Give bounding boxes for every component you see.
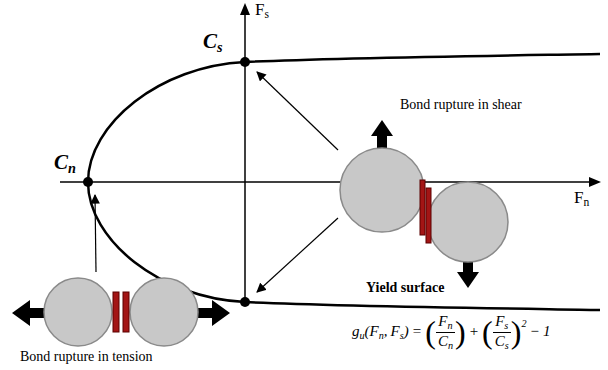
numerator: Fs [493, 313, 511, 332]
particle [340, 148, 424, 232]
fraction: FnCn [436, 313, 455, 352]
denominator: Cs [493, 332, 511, 352]
caption-text: Bond rupture in shear [400, 97, 522, 113]
formula-term: 1 [543, 323, 551, 339]
formula-term: ) [404, 323, 409, 339]
bond-plate [113, 292, 119, 332]
subscript: n [68, 160, 76, 176]
intercept-point [83, 177, 93, 187]
particle [44, 278, 112, 346]
shear-force-axis [244, 12, 246, 306]
point-label: Cn [54, 150, 76, 177]
label-text: F [495, 313, 504, 329]
caption-text: Bond rupture in tension [20, 349, 153, 365]
leader-arrow [257, 218, 338, 292]
label-text: C [495, 333, 505, 349]
axis-arrowhead [240, 3, 250, 15]
formula-term: ( [425, 314, 436, 350]
subscript: n [583, 196, 589, 209]
bond-plate [420, 180, 425, 235]
subscript: s [264, 8, 269, 21]
label-text: Bond rupture in shear [400, 97, 522, 112]
intercept-point [240, 297, 250, 307]
leader-arrow [95, 195, 96, 272]
particle [428, 182, 508, 262]
label-text: C [54, 150, 68, 174]
fraction: FsCs [493, 313, 511, 352]
formula-term: n [379, 330, 384, 341]
label-text: Bond rupture in tension [20, 349, 153, 364]
formula-term: ( [482, 314, 493, 350]
formula-term: u [360, 330, 365, 341]
formula-term: − [531, 323, 539, 339]
axis-label: Fn [574, 188, 589, 210]
subscript: s [505, 340, 509, 351]
formula-term: F [391, 323, 400, 339]
formula-term: , [384, 323, 388, 339]
formula-term: = [413, 323, 421, 339]
bond-plate [123, 292, 129, 332]
formula-term: 2 [521, 318, 526, 329]
curve-label: Yield surface [366, 280, 444, 296]
label-text: C [438, 333, 448, 349]
leader-arrow [257, 72, 338, 150]
subscript: n [447, 320, 452, 331]
formula-term: ) [511, 314, 522, 350]
label-text: C [203, 29, 217, 53]
formula-term: (F [365, 323, 379, 339]
axis-label: Fs [255, 0, 269, 22]
force-arrow [194, 300, 230, 326]
bond-plate [426, 188, 431, 243]
yield-function-formula: gu(Fn,Fs)=(FnCn)+(FsCs)2−1 [352, 313, 550, 352]
formula-term: ) [455, 314, 466, 350]
formula-term: s [400, 330, 404, 341]
formula-term: + [470, 323, 478, 339]
formula-term: g [352, 323, 360, 339]
point-label: Cs [203, 29, 223, 56]
subscript: s [217, 39, 223, 55]
label-text: Yield surface [366, 280, 444, 295]
particle [130, 278, 198, 346]
label-text: F [574, 188, 583, 207]
label-text: F [255, 0, 264, 19]
force-arrow [371, 120, 393, 152]
yield-surface-curve [88, 54, 600, 182]
denominator: Cn [436, 332, 455, 352]
subscript: s [504, 320, 508, 331]
axis-arrowhead [589, 177, 601, 187]
label-text: F [438, 313, 447, 329]
force-arrow [12, 300, 48, 326]
numerator: Fn [436, 313, 455, 332]
intercept-point [240, 57, 250, 67]
normal-force-axis [60, 181, 592, 183]
subscript: n [448, 340, 453, 351]
